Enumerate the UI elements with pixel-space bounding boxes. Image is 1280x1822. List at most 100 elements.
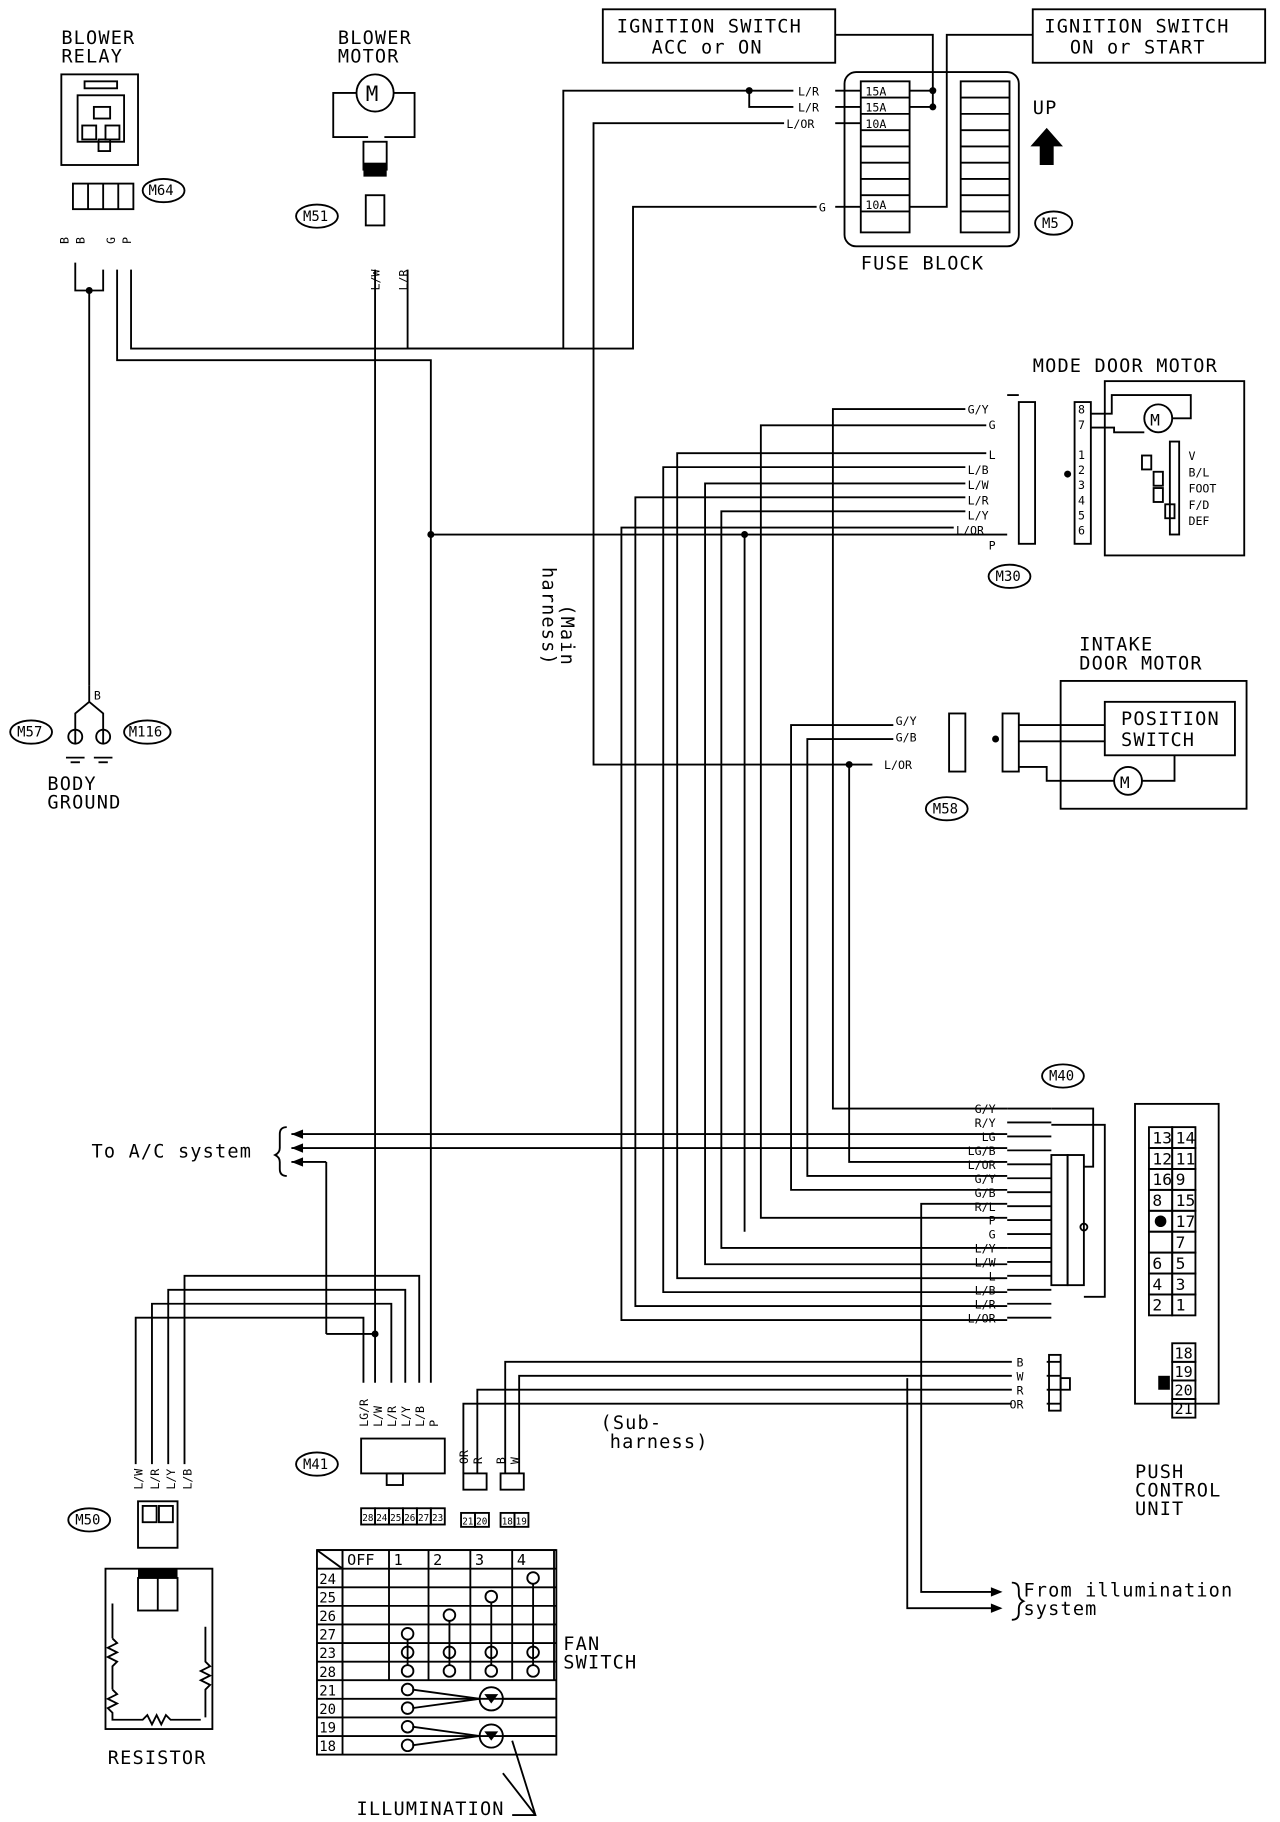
connector-m57-label: M57 [17, 725, 42, 741]
intake-title-1: INTAKE [1079, 635, 1153, 656]
blower-motor-title: BLOWER [338, 28, 412, 49]
m40-wire-label: R/Y [975, 1116, 996, 1130]
fan-row-25: 25 [319, 1590, 336, 1606]
wire-gy: G/Y [968, 403, 989, 417]
fan-row-21: 21 [319, 1683, 336, 1699]
fan-row-20: 20 [319, 1702, 336, 1718]
fan-conn2-pin-21: 21 [462, 1517, 473, 1528]
position-bl: B/L [1188, 465, 1209, 479]
fan-conn-pin [429, 1507, 446, 1526]
fan-col-4: 4 [517, 1551, 526, 1569]
connector-m58-label: M58 [933, 801, 958, 817]
pcu-lower-pin-21: 21 [1175, 1400, 1193, 1418]
ground-wire-b: B [94, 689, 101, 703]
fan-conn-pin-25: 25 [390, 1513, 401, 1524]
m40-wire-label: G [989, 1228, 996, 1242]
fan-pin-w: W [508, 1457, 522, 1464]
fuse-15a-2: 15A [865, 101, 886, 115]
fan-pin-lgr: LG/R [357, 1399, 371, 1427]
blower-relay-body [60, 73, 139, 166]
fan-table [316, 1549, 558, 1756]
pcu-lower-pin-18: 18 [1175, 1344, 1193, 1362]
fan-conn2-pin [474, 1511, 490, 1528]
connector-m64-label: M64 [148, 183, 173, 199]
m40-lower-wire-label: B [1016, 1356, 1023, 1370]
m40-wire-label: P [989, 1214, 996, 1228]
fan-contact [400, 1738, 415, 1753]
fan-pin-lw: L/W [371, 1406, 385, 1427]
fuse-15a: 15A [865, 84, 886, 98]
resistor-pin-lr: L/R [148, 1469, 162, 1490]
fan-col-OFF: OFF [347, 1551, 374, 1569]
blower-relay: BLOWER RELAY M64 B B G P [57, 28, 186, 244]
connector-m5-label: M5 [1042, 216, 1059, 232]
fan-row-18: 18 [319, 1739, 336, 1755]
pcu-lower-pin-19: 19 [1175, 1363, 1193, 1381]
pcu-pin-11: 11 [1176, 1149, 1196, 1168]
pcu-pin-13: 13 [1152, 1128, 1172, 1147]
m40-wire-label: G/B [975, 1186, 996, 1200]
m40-lower-wire-label: OR [1010, 1397, 1024, 1411]
wire-lr-2: L/R [798, 101, 819, 115]
fan-conn3-pin-19: 19 [516, 1517, 527, 1528]
fan-pin-r: R [471, 1457, 485, 1464]
pcu-pin-7: 7 [1176, 1233, 1186, 1252]
mode-door-motor-title: MODE DOOR MOTOR [1033, 356, 1218, 377]
body-ground: B M57 M116 BODY GROUND [9, 685, 172, 814]
ignition-on-line-1: IGNITION SWITCH [1044, 17, 1229, 38]
fan-pin-lb: L/B [413, 1406, 427, 1427]
ignition-switch-acc: IGNITION SWITCH ACC or ON [601, 8, 837, 64]
pin-g: G [104, 237, 118, 244]
pin-7: 7 [1078, 418, 1085, 432]
pin-b: B [57, 237, 71, 244]
illumination-from-line-2: system [1023, 1599, 1097, 1620]
ignition-switch-on: IGNITION SWITCH ON or START [1031, 8, 1267, 64]
fan-col-2: 2 [433, 1551, 442, 1569]
resistor: M50 L/W L/R L/Y L/B RESISTOR [67, 1469, 214, 1769]
resistor-pin-ly: L/Y [164, 1469, 178, 1490]
fan-switch-label-2: SWITCH [563, 1653, 637, 1674]
main-wiring [74, 262, 1008, 1383]
pcu-pin-14: 14 [1176, 1128, 1196, 1147]
pin-3: 3 [1078, 478, 1085, 492]
m40-wire-label: L/B [975, 1283, 996, 1297]
m40-wire-label: L/OR [968, 1158, 996, 1172]
fan-contact [400, 1682, 415, 1697]
pcu-line-3: UNIT [1135, 1499, 1184, 1520]
fan-conn-pin-24: 24 [376, 1513, 388, 1524]
pcu-pin-15: 15 [1176, 1191, 1196, 1210]
pcu-pin-17: 17 [1176, 1212, 1196, 1231]
intake-door-motor: INTAKE DOOR MOTOR POSITION SWITCH M M58 … [790, 635, 1248, 1191]
pcu-pin-16: 16 [1152, 1170, 1172, 1189]
m40-wire-label: LG/B [968, 1144, 996, 1158]
pin-4: 4 [1078, 493, 1085, 507]
fan-row-26: 26 [319, 1609, 336, 1625]
fan-contact [484, 1664, 499, 1678]
fan-pin-lr: L/R [385, 1406, 399, 1427]
fan-row-19: 19 [319, 1721, 336, 1737]
fan-col-1: 1 [394, 1551, 403, 1569]
pin-p: P [120, 237, 134, 244]
fan-conn-pin-28: 28 [362, 1513, 373, 1524]
pcu-pin-9: 9 [1176, 1170, 1186, 1189]
pin-b-2: B [74, 237, 88, 244]
pcu-lower-cell [1171, 1398, 1197, 1419]
illumination-label: ILLUMINATION [356, 1799, 504, 1820]
wire-p: P [989, 539, 996, 553]
m40-lower-wire-label: W [1016, 1369, 1023, 1383]
blower-motor-title-2: MOTOR [338, 47, 400, 68]
fan-contact [400, 1664, 415, 1678]
mode-door-motor: MODE DOOR MOTOR M V B/L FOOT F/D DEF 8 7… [956, 356, 1246, 589]
m40-wire-label: L/OR [968, 1311, 996, 1325]
pin-2: 2 [1078, 463, 1085, 477]
pcu-pin-2: 2 [1152, 1296, 1162, 1315]
connector-m51-label: M51 [303, 209, 328, 225]
blower-relay-title-2: RELAY [61, 47, 123, 68]
wire-gb: G/B [896, 730, 917, 744]
m40-wire-label: G/Y [975, 1172, 996, 1186]
pcu-lower-pin-20: 20 [1175, 1382, 1193, 1400]
resistor-label: RESISTOR [108, 1748, 207, 1769]
ac-system-label: To A/C system [92, 1141, 253, 1162]
